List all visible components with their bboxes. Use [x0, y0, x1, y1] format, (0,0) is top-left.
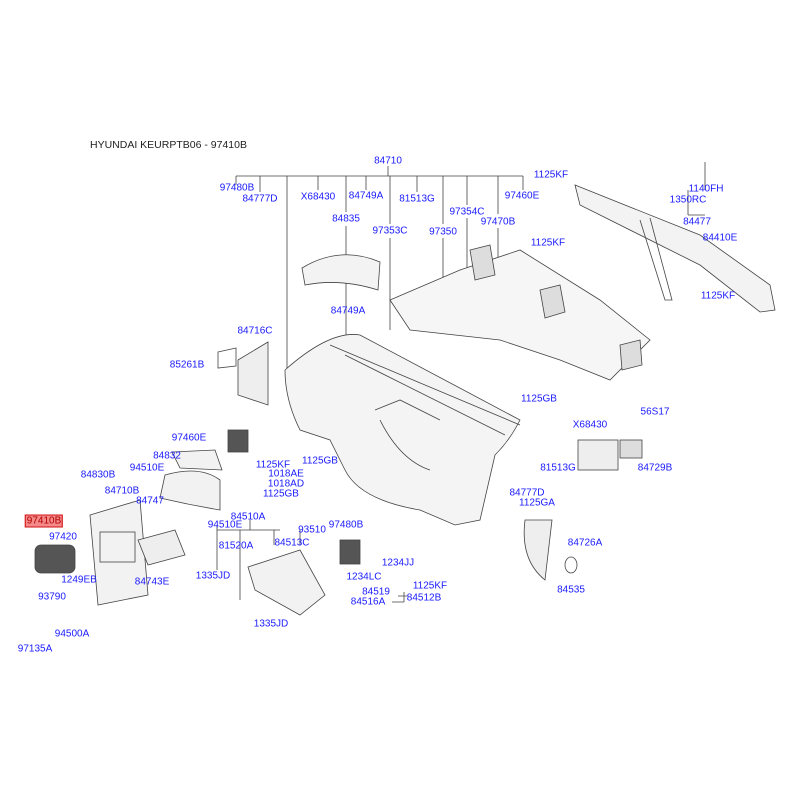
part-label[interactable]: 1125GB: [521, 393, 557, 405]
part-label[interactable]: 84830B: [80, 469, 116, 481]
part-label[interactable]: 1234JJ: [381, 557, 415, 569]
part-label[interactable]: 81520A: [218, 540, 254, 552]
part-label[interactable]: 84410E: [702, 232, 738, 244]
part-label[interactable]: 94500A: [54, 628, 90, 640]
part-label[interactable]: 1234LC: [346, 571, 382, 583]
part-label[interactable]: 84710B: [104, 485, 140, 497]
part-label[interactable]: 1125GA: [519, 497, 555, 509]
part-label[interactable]: 84747: [136, 495, 164, 507]
part-label[interactable]: 56S17: [640, 406, 670, 418]
part-label[interactable]: 94510E: [129, 462, 165, 474]
part-label[interactable]: 1125GB: [263, 488, 299, 500]
part-label[interactable]: 1335JD: [253, 618, 289, 630]
part-label[interactable]: 84710: [374, 155, 402, 167]
part-label[interactable]: 97350: [429, 226, 457, 238]
part-label[interactable]: 97480B: [328, 519, 364, 531]
part-label[interactable]: 93510: [298, 524, 326, 536]
part-label[interactable]: 1140FH: [688, 183, 724, 195]
part-label[interactable]: 97420: [49, 531, 77, 543]
part-label[interactable]: 84729B: [637, 462, 673, 474]
part-label[interactable]: 1249EB: [61, 574, 97, 586]
part-label[interactable]: 81513G: [540, 462, 576, 474]
part-label[interactable]: 84716C: [237, 325, 273, 337]
part-label[interactable]: 97353C: [372, 225, 408, 237]
part-label[interactable]: 1125KF: [255, 459, 291, 471]
part-label[interactable]: 97460E: [171, 432, 207, 444]
part-label[interactable]: 84513C: [274, 537, 310, 549]
part-label[interactable]: 84726A: [567, 537, 603, 549]
part-label[interactable]: 1125GB: [302, 455, 338, 467]
part-label[interactable]: 1125KF: [700, 290, 736, 302]
part-label[interactable]: 1125KF: [412, 580, 448, 592]
part-label[interactable]: 84743E: [134, 576, 170, 588]
part-label[interactable]: 1125KF: [533, 169, 569, 181]
part-label[interactable]: 94510E: [207, 519, 243, 531]
part-label[interactable]: 84777D: [509, 487, 545, 499]
diagram-title: HYUNDAI KEURPTB06 - 97410B: [90, 139, 247, 151]
part-label[interactable]: 84519: [362, 586, 390, 598]
part-label[interactable]: 1018AE: [268, 468, 304, 480]
part-label[interactable]: 81513G: [399, 193, 435, 205]
part-label[interactable]: 84535: [557, 584, 585, 596]
part-label[interactable]: 84749A: [330, 305, 366, 317]
part-label[interactable]: 97480B: [219, 182, 255, 194]
part-label[interactable]: 93790: [38, 591, 66, 603]
part-label[interactable]: 1335JD: [195, 570, 231, 582]
part-label[interactable]: 84510A: [230, 511, 266, 523]
part-label[interactable]: 84512B: [406, 592, 442, 604]
part-label[interactable]: X68430: [572, 419, 608, 431]
part-label[interactable]: X68430: [300, 191, 336, 203]
part-label[interactable]: 97354C: [449, 206, 485, 218]
part-label[interactable]: 84749A: [348, 190, 384, 202]
part-label[interactable]: 84477: [683, 216, 711, 228]
part-label[interactable]: 97460E: [504, 190, 540, 202]
part-label[interactable]: 1125KF: [530, 237, 566, 249]
part-label-selected[interactable]: 97410B: [24, 514, 64, 528]
part-label[interactable]: 84835: [332, 213, 360, 225]
part-label[interactable]: 84516A: [350, 596, 386, 608]
part-label[interactable]: 1018AD: [267, 478, 305, 490]
part-label[interactable]: 84832: [153, 450, 181, 462]
part-label[interactable]: 97470B: [480, 216, 516, 228]
part-label[interactable]: 1350RC: [669, 194, 707, 206]
part-label[interactable]: 84777D: [242, 193, 278, 205]
part-label[interactable]: 97135A: [17, 643, 53, 655]
part-label[interactable]: 85261B: [169, 359, 205, 371]
